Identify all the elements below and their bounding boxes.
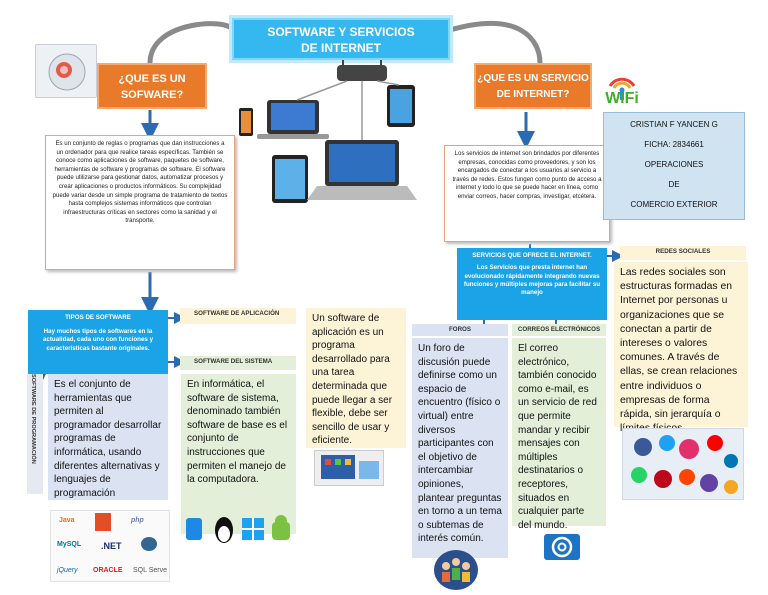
label-software-aplicacion: SOFTWARE DE APLICACIÓN	[180, 308, 296, 324]
label-software-programacion: SOFTWARE DE PROGRAMACIÓN	[27, 374, 43, 494]
question-software: ¿QUE ES UN SOFWARE?	[97, 63, 207, 109]
title-line-1: SOFTWARE Y SERVICIOS	[267, 25, 415, 39]
devices-apps-image	[314, 450, 384, 486]
logo-jquery: jQuery	[57, 567, 78, 574]
software-definition: Es un conjunto de reglas o programas que…	[45, 135, 235, 270]
correos-text: El correo electrónico, también conocido …	[512, 338, 606, 531]
foros-text: Un foro de discusión puede definirse com…	[412, 338, 508, 558]
label-correos: CORREOS ELECTRÓNICOS	[512, 324, 606, 336]
map-title: SOFTWARE Y SERVICIOS DE INTERNET	[232, 18, 450, 60]
author-info: CRISTIAN F YANCEN G FICHA: 2834661 OPERA…	[603, 112, 745, 220]
logo-java: Java	[59, 517, 75, 524]
author-line-5: COMERCIO EXTERIOR	[630, 200, 718, 209]
software-aplicacion-text: Un software de aplicación es un programa…	[306, 308, 406, 448]
logo-sqlserver: SQL Serve	[133, 567, 167, 574]
servicios-box: SERVICIOS QUE OFRECE EL INTERNET. Los Se…	[457, 248, 607, 320]
network-devices-image	[237, 56, 437, 210]
question-software-line-2: SOFWARE?	[120, 89, 184, 101]
question-servicio-line-1: ¿QUE ES UN SERVICIO	[477, 73, 589, 84]
forum-people-image	[434, 550, 478, 590]
label-software-sistema: SOFTWARE DEL SISTEMA	[180, 356, 296, 370]
os-icons	[182, 512, 298, 546]
question-servicio: ¿QUE ES UN SERVICIO DE INTERNET?	[474, 63, 592, 109]
servicios-heading: SERVICIOS QUE OFRECE EL INTERNET.	[472, 252, 592, 259]
logo-oracle: ORACLE	[93, 567, 123, 574]
question-software-line-1: ¿QUE ES UN	[118, 73, 186, 85]
label-redes-sociales: REDES SOCIALES	[620, 246, 746, 260]
author-line-3: OPERACIONES	[644, 160, 704, 169]
title-line-2: DE INTERNET	[300, 41, 381, 55]
programming-logos: Java php MySQL .NET jQuery ORACLE SQL Se…	[50, 510, 170, 582]
wifi-logo-text: WiFi	[605, 90, 639, 107]
brain-image	[35, 44, 97, 98]
logo-php: php	[131, 517, 144, 524]
author-name: CRISTIAN F YANCEN G	[630, 120, 718, 129]
social-media-icons	[622, 428, 744, 500]
wifi-logo: WiFi	[592, 66, 652, 108]
tipos-text: Hay muchos tipos de softwares en la actu…	[42, 327, 154, 352]
software-sistema-text: En informática, el software de sistema, …	[181, 374, 296, 534]
tipos-software-box: TIPOS DE SOFTWARE Hay muchos tipos de so…	[28, 310, 168, 374]
servicios-text: Los Servicios que presta internet han ev…	[463, 264, 601, 297]
label-software-programacion-text: SOFTWARE DE PROGRAMACIÓN	[30, 374, 36, 464]
servicio-definition: Los servicios de internet son brindados …	[444, 145, 610, 242]
label-foros: FOROS	[412, 324, 508, 336]
logo-html5	[95, 513, 111, 531]
software-programacion-text: Es el conjunto de herramientas que permi…	[48, 374, 168, 500]
logo-dotnet: .NET	[101, 541, 122, 551]
tipos-heading: TIPOS DE SOFTWARE	[65, 314, 131, 321]
logo-mysql: MySQL	[57, 541, 82, 548]
email-icon	[540, 528, 584, 566]
logo-postgres	[141, 537, 157, 551]
question-servicio-line-2: DE INTERNET?	[496, 89, 570, 100]
author-ficha: FICHA: 2834661	[644, 140, 704, 149]
redes-text: Las redes sociales son estructuras forma…	[614, 262, 748, 434]
author-line-4: DE	[668, 180, 680, 189]
